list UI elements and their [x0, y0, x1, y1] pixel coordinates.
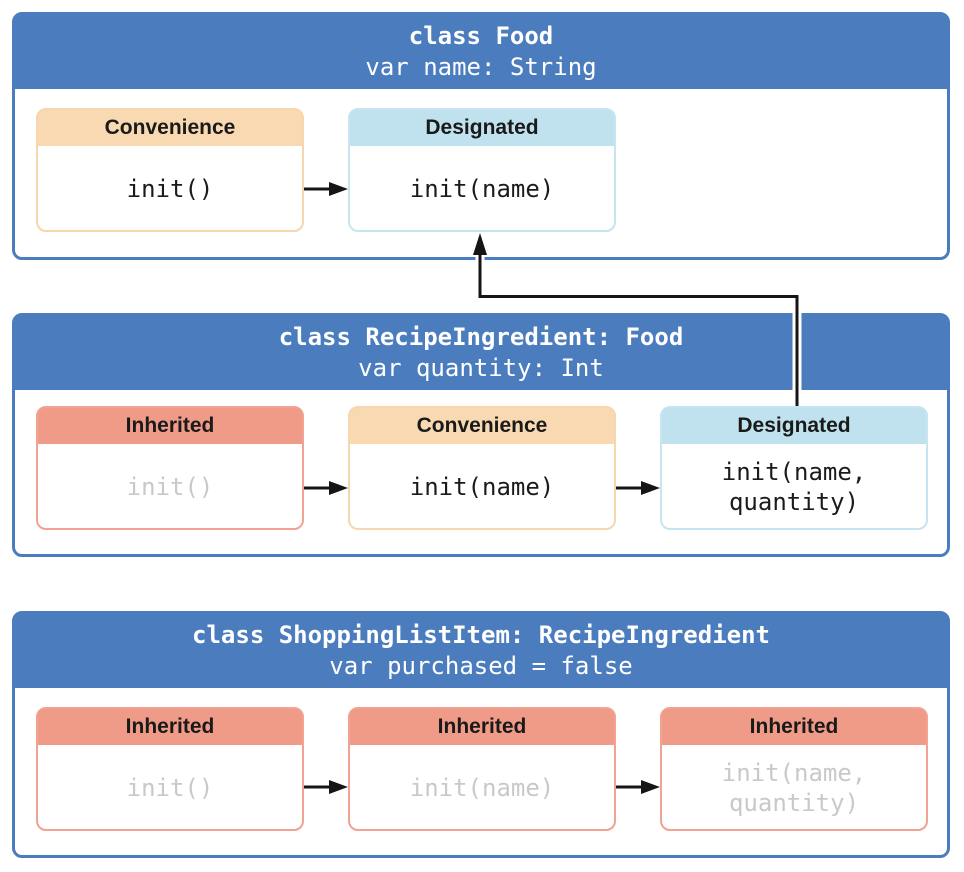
init-kind-label: Designated [350, 110, 614, 148]
init-kind-label: Convenience [350, 408, 614, 446]
init-kind-label: Inherited [350, 709, 614, 747]
init-box-shopping-inherited-2: Inherited init(name) [348, 707, 616, 831]
init-box-shopping-inherited-3: Inherited init(name, quantity) [660, 707, 928, 831]
init-signature: init(name, quantity) [721, 458, 867, 516]
init-kind-label: Designated [662, 408, 926, 446]
init-kind-label: Inherited [662, 709, 926, 747]
init-box-recipe-designated: Designated init(name, quantity) [660, 406, 928, 530]
class-title-recipe-ingredient: class RecipeIngredient: Food [278, 323, 684, 351]
init-signature: init(name) [409, 774, 555, 802]
init-kind-label: Convenience [38, 110, 302, 148]
init-box-shopping-inherited-1: Inherited init() [36, 707, 304, 831]
class-subtitle-food: var name: String [365, 53, 597, 81]
class-box-food: class Food var name: String Convenience … [12, 12, 950, 260]
init-box-food-designated: Designated init(name) [348, 108, 616, 232]
class-header-food: class Food var name: String [15, 15, 947, 89]
delegates-right-arrow-icon [302, 780, 348, 794]
class-header-recipe-ingredient: class RecipeIngredient: Food var quantit… [15, 316, 947, 390]
init-signature: init() [126, 774, 214, 802]
class-subtitle-shopping-list-item: var purchased = false [329, 652, 633, 680]
class-title-shopping-list-item: class ShoppingListItem: RecipeIngredient [192, 621, 770, 649]
class-subtitle-recipe-ingredient: var quantity: Int [358, 354, 604, 382]
class-box-shopping-list-item: class ShoppingListItem: RecipeIngredient… [12, 611, 950, 858]
init-kind-label: Inherited [38, 408, 302, 446]
delegates-right-arrow-icon [302, 182, 348, 196]
class-box-recipe-ingredient: class RecipeIngredient: Food var quantit… [12, 313, 950, 557]
init-box-food-convenience: Convenience init() [36, 108, 304, 232]
init-kind-label: Inherited [38, 709, 302, 747]
init-signature: init(name, quantity) [721, 759, 867, 817]
init-box-recipe-convenience: Convenience init(name) [348, 406, 616, 530]
delegates-right-arrow-icon [614, 481, 660, 495]
init-signature: init() [126, 175, 214, 203]
init-signature: init(name) [409, 473, 555, 501]
class-title-food: class Food [408, 22, 554, 50]
init-box-recipe-inherited: Inherited init() [36, 406, 304, 530]
init-signature: init(name) [409, 175, 555, 203]
init-signature: init() [126, 473, 214, 501]
class-header-shopping-list-item: class ShoppingListItem: RecipeIngredient… [15, 614, 947, 688]
delegates-right-arrow-icon [302, 481, 348, 495]
delegates-right-arrow-icon [614, 780, 660, 794]
